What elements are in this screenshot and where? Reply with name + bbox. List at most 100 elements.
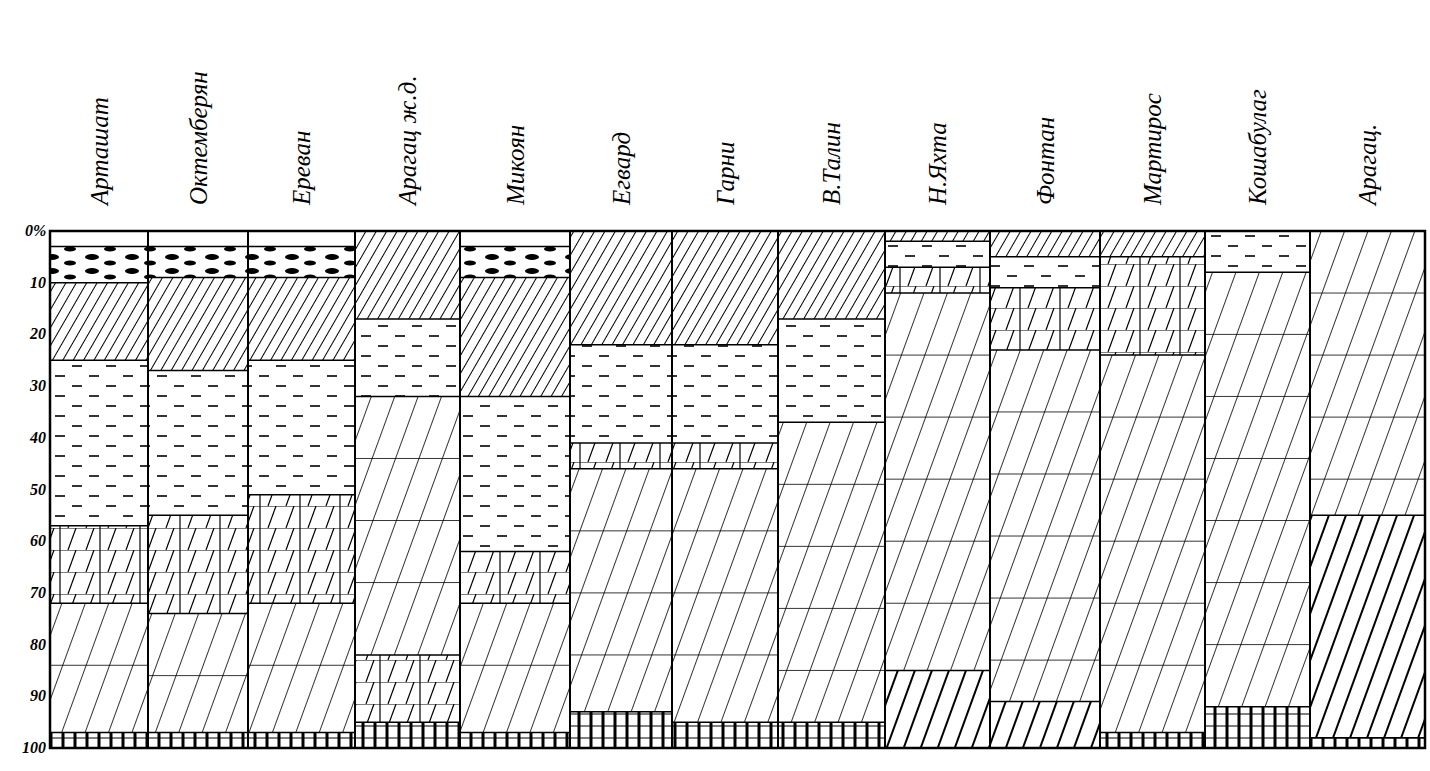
soil-layer	[1100, 257, 1205, 355]
soil-layer	[248, 247, 355, 278]
axis-number: 80	[30, 637, 46, 653]
column-border	[1309, 231, 1311, 748]
soil-layer	[50, 526, 148, 604]
soil-layer	[248, 231, 355, 247]
soil-layer	[885, 670, 990, 748]
soil-layer	[50, 247, 148, 283]
soil-layer	[990, 701, 1100, 748]
soil-layer	[672, 345, 778, 443]
soil-layer	[50, 732, 148, 748]
sub-boundary	[1310, 293, 1425, 294]
column-label: Фонтан	[1033, 117, 1058, 205]
sub-boundary	[1205, 334, 1310, 335]
soil-layer	[460, 396, 570, 551]
column-label: Егвард	[609, 132, 634, 205]
soil-layer	[50, 231, 148, 247]
sub-boundary	[885, 417, 990, 418]
frame	[50, 231, 1425, 748]
axis-number: 20	[30, 326, 46, 342]
soil-layer	[148, 614, 248, 733]
soil-layer	[248, 603, 355, 732]
soil-layer	[1205, 231, 1310, 272]
sub-boundary	[885, 541, 990, 542]
soil-layer	[248, 278, 355, 361]
sub-boundary	[570, 654, 672, 655]
soil-layer	[460, 247, 570, 278]
sub-boundary	[460, 665, 570, 666]
sub-boundary	[1100, 603, 1205, 604]
sub-boundary	[1205, 458, 1310, 459]
soil-layer	[570, 712, 672, 748]
soil-layer	[460, 603, 570, 732]
sub-boundary	[990, 660, 1100, 661]
soil-layer	[148, 278, 248, 371]
soil-layer	[355, 231, 460, 319]
soil-layer	[148, 231, 248, 247]
soil-layer	[885, 267, 990, 293]
soil-layer	[148, 515, 248, 613]
soil-layer	[50, 283, 148, 361]
soil-layer	[460, 278, 570, 397]
soil-layer	[460, 231, 570, 247]
soil-layer	[990, 257, 1100, 288]
sub-boundary	[778, 546, 885, 547]
sub-boundary	[990, 536, 1100, 537]
soil-layer	[248, 732, 355, 748]
sub-boundary	[570, 530, 672, 531]
soil-layer	[460, 732, 570, 748]
soil-layer	[355, 722, 460, 748]
column-border	[777, 231, 779, 748]
sub-boundary	[672, 530, 778, 531]
sub-boundary	[50, 665, 148, 666]
sub-boundary	[1100, 479, 1205, 480]
soil-layer	[50, 360, 148, 525]
soil-layer	[1310, 515, 1425, 737]
soil-layer	[1310, 738, 1425, 748]
soil-layer	[672, 469, 778, 722]
column-label: Гарни	[713, 141, 738, 205]
sub-boundary	[778, 608, 885, 609]
column-label: Мартирос	[1140, 93, 1165, 205]
sub-boundary	[148, 675, 248, 676]
soil-layer	[355, 396, 460, 655]
sub-boundary	[885, 355, 990, 356]
soil-layer	[1310, 231, 1425, 515]
sub-boundary	[355, 458, 460, 459]
sub-boundary	[570, 592, 672, 593]
column-label: Арагац ж.д.	[395, 75, 420, 205]
soil-layer	[148, 732, 248, 748]
column-border	[459, 231, 461, 748]
soil-layer	[248, 360, 355, 494]
soil-layer	[778, 231, 885, 319]
sub-boundary	[1100, 417, 1205, 418]
soil-layer	[355, 319, 460, 397]
soil-layer	[148, 371, 248, 516]
column-label: Н.Яхта	[925, 122, 950, 205]
sub-boundary	[778, 484, 885, 485]
soil-layer	[1100, 231, 1205, 257]
column-border	[671, 231, 673, 748]
sub-boundary	[1205, 520, 1310, 521]
soil-layer	[1100, 355, 1205, 732]
sub-boundary	[672, 592, 778, 593]
axis-number: 60	[30, 533, 46, 549]
sub-boundary	[248, 665, 355, 666]
sub-boundary	[990, 598, 1100, 599]
soil-layer	[50, 603, 148, 732]
column-label: Арташат	[87, 97, 112, 205]
soil-layer	[1205, 272, 1310, 706]
soil-layer	[672, 722, 778, 748]
soil-layer	[778, 319, 885, 422]
sub-boundary	[778, 670, 885, 671]
soil-layer	[1205, 707, 1310, 748]
soil-layer	[355, 655, 460, 722]
sub-boundary	[1205, 396, 1310, 397]
axis-number: 50	[30, 482, 46, 498]
axis-number: 40	[30, 430, 46, 446]
soil-layer	[1100, 732, 1205, 748]
soil-layer	[990, 288, 1100, 350]
column-label: Октемберян	[186, 71, 211, 205]
sub-boundary	[1310, 417, 1425, 418]
column-border	[1204, 231, 1206, 748]
